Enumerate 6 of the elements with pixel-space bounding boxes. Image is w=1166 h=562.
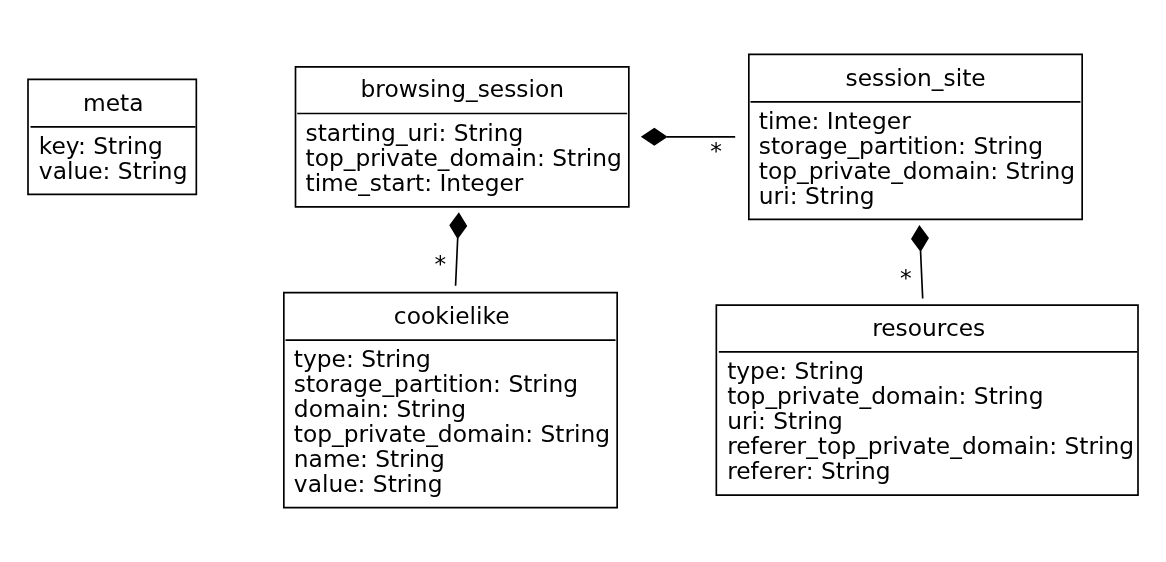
connector: [640, 127, 736, 146]
connector: [911, 225, 929, 300]
edge-label: *: [434, 250, 447, 279]
edge-label: *: [710, 137, 722, 166]
connector: [449, 212, 468, 287]
edge-label: *: [899, 264, 912, 293]
